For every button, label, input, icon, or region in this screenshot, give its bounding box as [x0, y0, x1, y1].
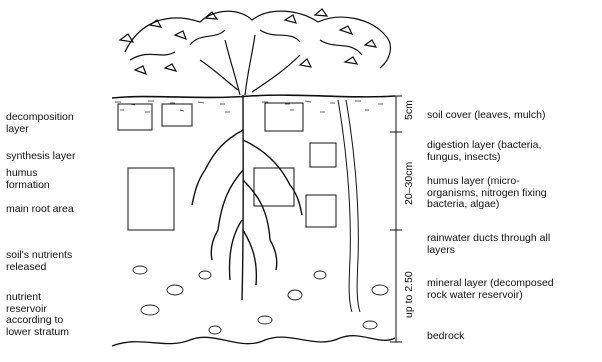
depth-label-mineral: up to 2.50	[403, 271, 415, 318]
rainwater-duct	[338, 100, 360, 312]
bedrock	[112, 336, 395, 346]
plant-roots	[192, 95, 302, 300]
label-main-root-area: main root area	[6, 204, 74, 216]
label-humus-layer: humus layer (micro-organisms, nitrogen f…	[427, 176, 547, 211]
label-bedrock: bedrock	[427, 331, 464, 343]
label-digestion-layer: digestion layer (bacteria,fungus, insect…	[427, 140, 541, 163]
depth-label-cover: 5cm	[403, 100, 415, 120]
depth-label-humus: 20–30cm	[403, 162, 415, 205]
plant-foliage	[120, 9, 390, 95]
label-soil-cover: soil cover (leaves, mulch)	[427, 110, 545, 122]
mulch-texture	[115, 101, 383, 112]
depth-scale	[390, 96, 402, 342]
label-synthesis-layer: synthesis layer	[6, 151, 75, 163]
ground-surface	[112, 95, 395, 98]
inset-boxes	[118, 103, 336, 230]
